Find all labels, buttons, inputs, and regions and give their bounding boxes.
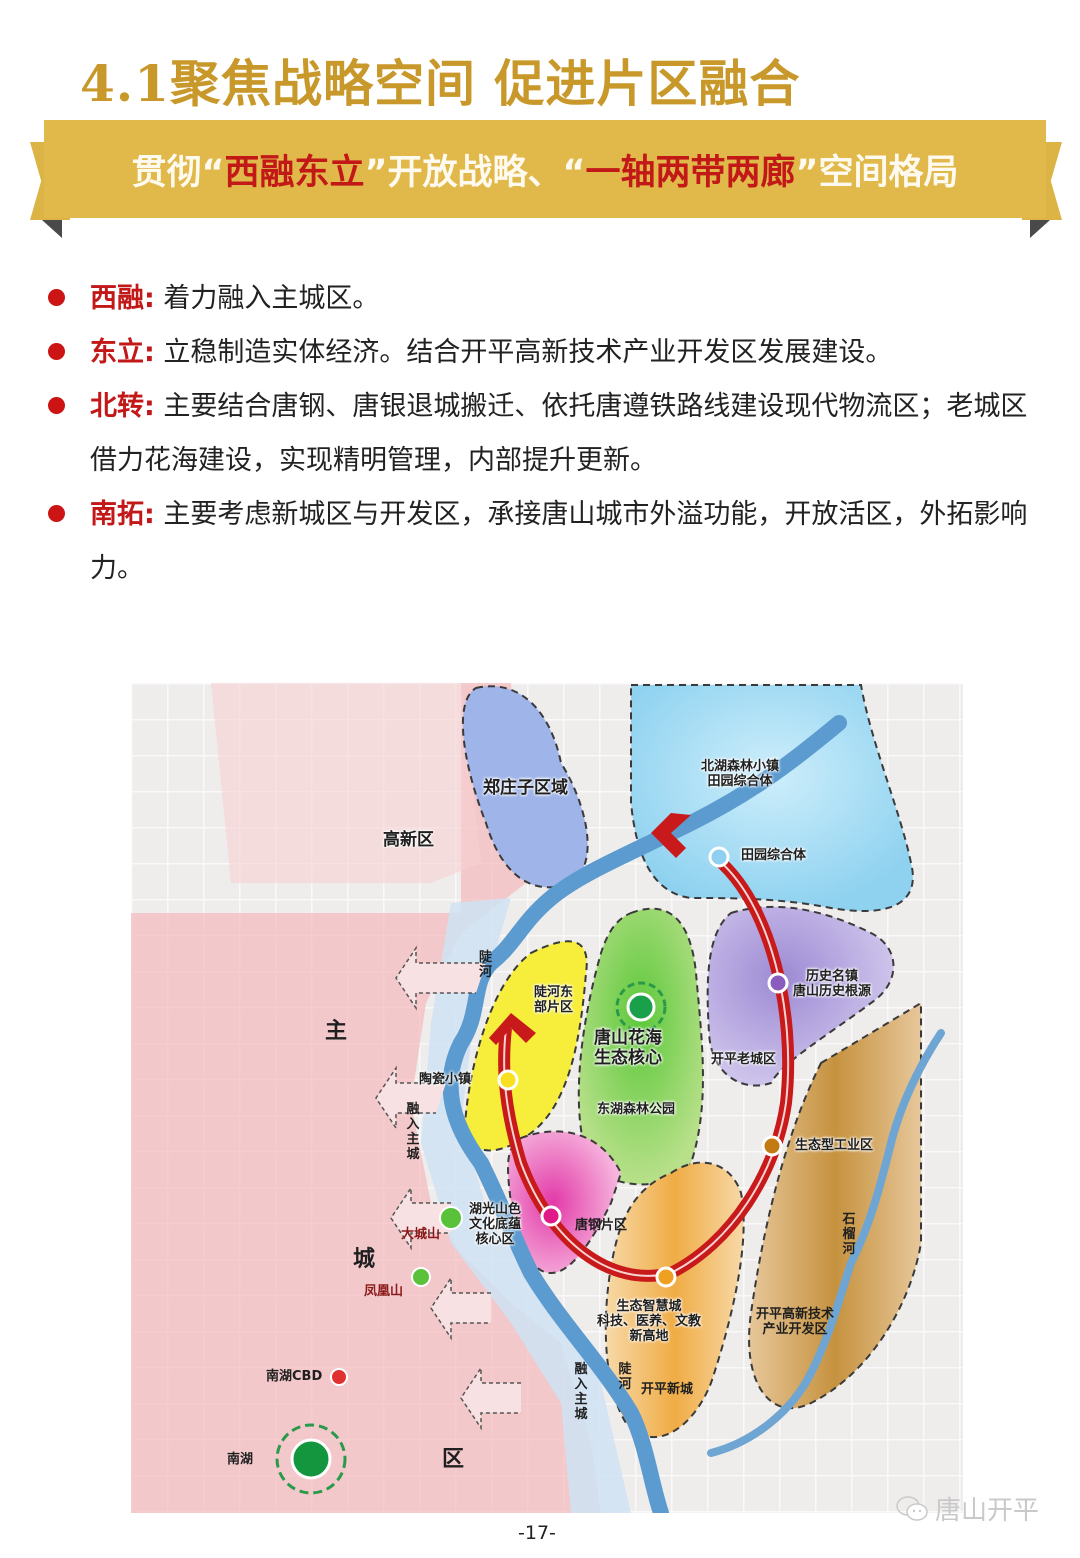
label-flower-sea: 唐山花海生态核心 bbox=[594, 1028, 662, 1068]
banner-highlight-axis: 一轴两带两廊 bbox=[585, 152, 796, 193]
ribbon-fold-left bbox=[42, 220, 62, 238]
bullet-key: 东立: bbox=[90, 337, 155, 368]
label-huguang: 湖光山色文化底蕴核心区 bbox=[469, 1202, 522, 1247]
banner-ribbon: 贯彻“西融东立”开放战略、“一轴两带两廊”空间格局 bbox=[30, 120, 1062, 240]
label-nanhu: 南湖 bbox=[227, 1452, 254, 1467]
bullet-key: 北转: bbox=[90, 391, 155, 422]
bullet-item: 南拓: 主要考虑新城区与开发区，承接唐山城市外溢功能，开放活区，外拓影响力。 bbox=[44, 488, 1044, 596]
spatial-strategy-map: 郑庄子区域 高新区 北湖森林小镇田园综合体 田园综合体 陡河东部片区 陡河 唐山… bbox=[131, 683, 963, 1513]
label-nanhu-cbd: 南湖CBD bbox=[266, 1369, 323, 1384]
bullet-item: 西融: 着力融入主城区。 bbox=[44, 272, 1044, 326]
label-hitech: 开平高新技术产业开发区 bbox=[756, 1307, 835, 1337]
bullet-text: 主要考虑新城区与开发区，承接唐山城市外溢功能，开放活区，外拓影响力。 bbox=[90, 499, 1028, 584]
label-taoci: 陶瓷小镇 bbox=[419, 1072, 472, 1087]
label-rongru-south: 融入主城 bbox=[574, 1362, 588, 1422]
label-rongru-north: 融入主城 bbox=[406, 1102, 420, 1162]
banner-text: 贯彻“西融东立”开放战略、“一轴两带两廊”空间格局 bbox=[131, 144, 958, 195]
bullet-dot-icon bbox=[48, 505, 65, 522]
label-tianyuan: 田园综合体 bbox=[741, 848, 807, 863]
label-main-city-3: 区 bbox=[442, 1447, 465, 1472]
banner-body: 贯彻“西融东立”开放战略、“一轴两带两廊”空间格局 bbox=[44, 120, 1046, 218]
label-fenghuangshan: 凤凰山 bbox=[364, 1284, 404, 1299]
wechat-icon bbox=[896, 1495, 928, 1521]
label-smart-city: 生态智慧城科技、医养、文教新高地 bbox=[597, 1299, 702, 1344]
banner-part: 贯彻“ bbox=[131, 152, 225, 193]
banner-part: ”空间格局 bbox=[795, 152, 959, 193]
watermark-text: 唐山开平 bbox=[935, 1496, 1040, 1526]
bullet-text: 立稳制造实体经济。结合开平高新技术产业开发区发展建设。 bbox=[163, 337, 893, 368]
label-main-city-2: 城 bbox=[353, 1247, 376, 1272]
label-douhe-east: 陡河东部片区 bbox=[534, 985, 574, 1015]
label-new-city: 开平新城 bbox=[641, 1382, 694, 1397]
bullet-text: 主要结合唐钢、唐银退城搬迁、依托唐遵铁路线建设现代物流区；老城区借力花海建设，实… bbox=[90, 391, 1028, 476]
map-graphics bbox=[131, 683, 963, 1513]
label-douhe-river: 陡河 bbox=[479, 950, 493, 980]
page-number: -17- bbox=[518, 1522, 556, 1544]
bullet-dot-icon bbox=[48, 397, 65, 414]
bullet-key: 南拓: bbox=[90, 499, 155, 530]
label-shiyu-river: 石榴河 bbox=[842, 1212, 856, 1257]
label-douhe-south: 陡河 bbox=[618, 1362, 632, 1392]
bullet-item: 东立: 立稳制造实体经济。结合开平高新技术产业开发区发展建设。 bbox=[44, 326, 1044, 380]
bullet-text: 着力融入主城区。 bbox=[163, 283, 380, 314]
label-old-city: 开平老城区 bbox=[711, 1052, 777, 1067]
bullet-dot-icon bbox=[48, 289, 65, 306]
banner-part: ”开放战略、“ bbox=[364, 152, 586, 193]
watermark: 唐山开平 bbox=[895, 1490, 1039, 1527]
bullet-dot-icon bbox=[48, 343, 65, 360]
banner-highlight-west-east: 西融东立 bbox=[224, 152, 365, 193]
label-main-city-1: 主 bbox=[325, 1019, 348, 1044]
label-beihu: 北湖森林小镇田园综合体 bbox=[701, 759, 780, 789]
label-tanggang: 唐钢片区 bbox=[575, 1218, 628, 1233]
ribbon-fold-right bbox=[1030, 220, 1050, 238]
label-dachengshan: 大城山 bbox=[401, 1227, 441, 1242]
page-title: 4.1聚焦战略空间 促进片区融合 bbox=[80, 54, 801, 113]
label-gaoxin: 高新区 bbox=[383, 830, 434, 850]
bullet-list: 西融: 着力融入主城区。 东立: 立稳制造实体经济。结合开平高新技术产业开发区发… bbox=[44, 272, 1044, 596]
bullet-key: 西融: bbox=[90, 283, 155, 314]
label-zhengzhuangzi: 郑庄子区域 bbox=[483, 778, 568, 798]
label-eco-industry: 生态型工业区 bbox=[795, 1138, 874, 1153]
label-history: 历史名镇唐山历史根源 bbox=[793, 969, 872, 999]
bullet-item: 北转: 主要结合唐钢、唐银退城搬迁、依托唐遵铁路线建设现代物流区；老城区借力花海… bbox=[44, 380, 1044, 488]
label-donghu: 东湖森林公园 bbox=[597, 1102, 676, 1117]
